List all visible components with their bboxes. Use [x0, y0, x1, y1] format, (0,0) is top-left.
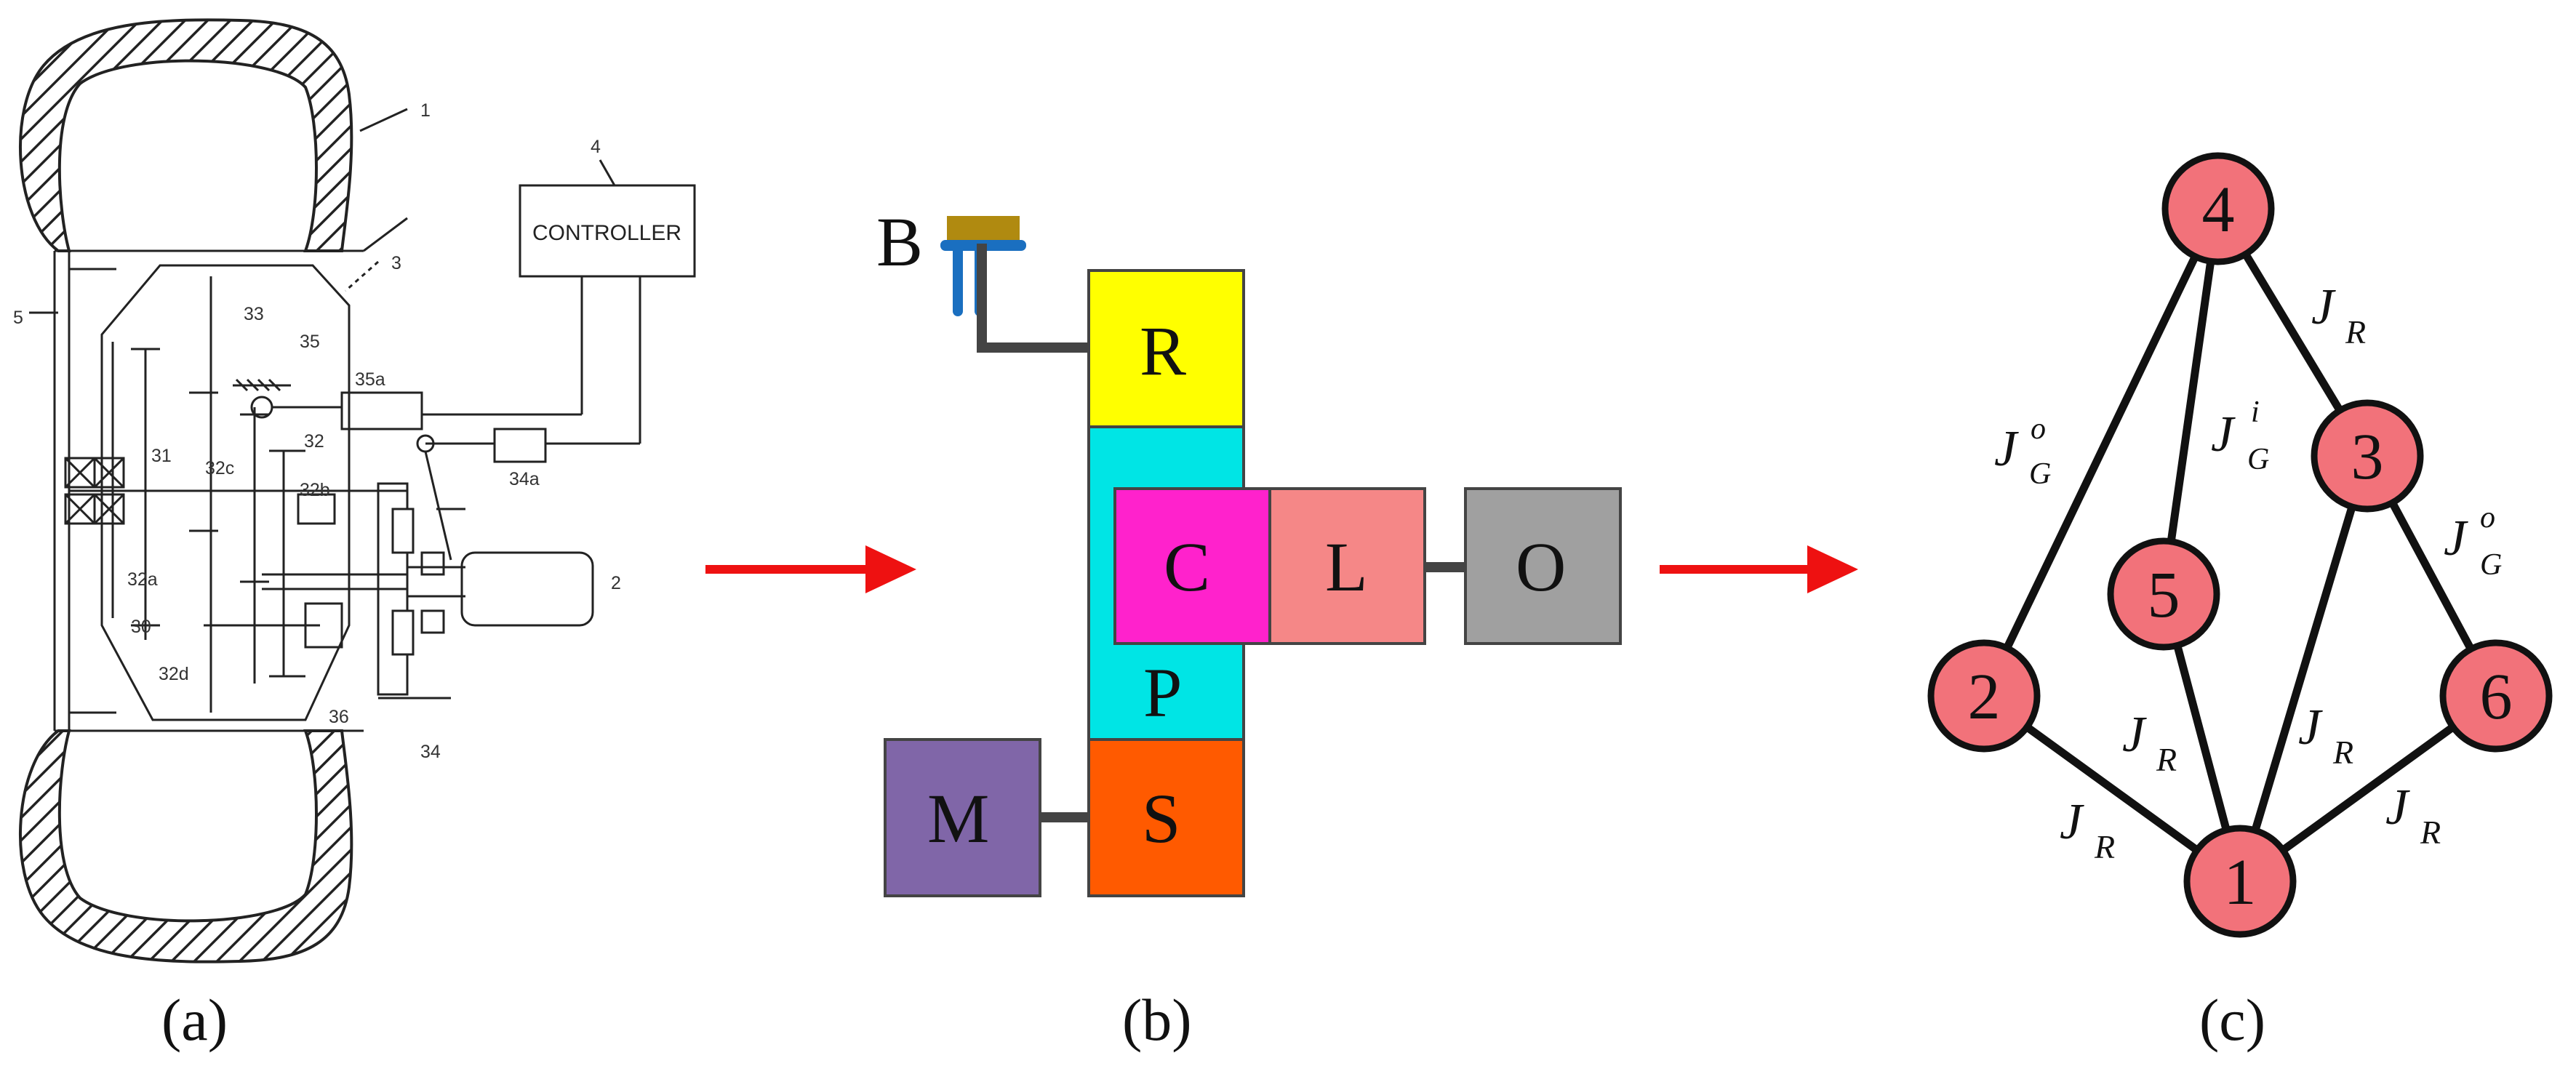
- node-1: [2183, 825, 2297, 938]
- caption-a: (a): [161, 987, 228, 1053]
- svg-text:J: J: [2385, 780, 2410, 835]
- node-label-3: 3: [2351, 421, 2384, 493]
- edge-labels: J R J o G J i G J o G J: [1994, 279, 2502, 865]
- block-r: [1087, 269, 1245, 428]
- edge-4-2: [1980, 204, 2223, 700]
- ref-32c: 32c: [205, 458, 234, 478]
- ref-2: 2: [611, 573, 621, 593]
- svg-text:o: o: [2480, 501, 2495, 534]
- svg-text:R: R: [2420, 814, 2441, 851]
- ref-30: 30: [131, 617, 151, 637]
- edge-3-1: [2236, 452, 2372, 886]
- tire-top: [19, 18, 353, 252]
- bearing: [64, 457, 125, 525]
- svg-text:J: J: [1994, 421, 2019, 477]
- node-label-6: 6: [2480, 661, 2513, 733]
- edge-label-4-2: J o G: [1994, 412, 2051, 491]
- edge-label-5-1: J R: [2122, 707, 2177, 778]
- arrow-b-to-c: [1660, 545, 1858, 593]
- controller-label: CONTROLLER: [532, 221, 681, 245]
- edge-4-5: [2159, 204, 2223, 598]
- svg-text:o: o: [2031, 412, 2046, 446]
- arrow-a-to-b: [705, 545, 916, 593]
- svg-text:J: J: [2444, 510, 2468, 566]
- actuator-35a: [340, 391, 423, 430]
- node-label-1: 1: [2224, 846, 2257, 918]
- panel-c-graph: 4 3 5 2 6 1 J R J o G J i G: [1927, 152, 2553, 938]
- svg-text:J: J: [2298, 700, 2323, 756]
- ref-3: 3: [391, 253, 401, 273]
- svg-text:R: R: [2332, 734, 2353, 771]
- svg-text:J: J: [2060, 794, 2084, 850]
- panel-a-patent-drawing: [19, 18, 696, 963]
- block-s: [1087, 738, 1245, 897]
- ref-35: 35: [300, 332, 320, 352]
- motor-2: [460, 551, 594, 627]
- block-label-c: C: [1164, 528, 1210, 606]
- graph-nodes: [1927, 152, 2553, 938]
- svg-text:R: R: [2094, 828, 2115, 865]
- node-4: [2161, 152, 2275, 265]
- node-5: [2107, 537, 2220, 651]
- graph-edges: [1980, 204, 2500, 886]
- brake-symbol: [940, 216, 1089, 353]
- svg-text:J: J: [2211, 406, 2236, 462]
- edge-label-3-6: J o G: [2444, 501, 2502, 582]
- patent-labels: CONTROLLER 1 2 3 4 5 30 31 32 32a 32b 32…: [13, 100, 681, 762]
- svg-text:i: i: [2251, 396, 2260, 429]
- block-o: [1464, 487, 1622, 645]
- node-label-5: 5: [2148, 559, 2180, 631]
- block-label-m: M: [927, 780, 989, 857]
- ref-31: 31: [151, 446, 172, 466]
- svg-text:G: G: [2480, 548, 2502, 582]
- edge-label-4-3: J R: [2311, 279, 2366, 350]
- ref-5: 5: [13, 308, 23, 328]
- ref-34: 34: [420, 742, 441, 762]
- svg-text:G: G: [2247, 443, 2269, 476]
- graph-node-labels: 4 3 5 2 6 1: [1968, 174, 2513, 918]
- ref-32d: 32d: [159, 664, 189, 684]
- block-label-r: R: [1140, 312, 1186, 390]
- node-label-2: 2: [1968, 661, 2001, 733]
- caption-c: (c): [2199, 987, 2265, 1053]
- hub-housing: [100, 264, 351, 721]
- block-label-o: O: [1516, 528, 1566, 606]
- tire-bottom: [19, 729, 353, 963]
- ref-1: 1: [420, 100, 431, 121]
- block-label-b: B: [876, 203, 923, 281]
- ref-34a: 34a: [509, 469, 540, 489]
- svg-text:R: R: [2345, 313, 2366, 350]
- ref-32: 32: [304, 431, 324, 452]
- svg-text:G: G: [2029, 457, 2051, 491]
- edge-label-6-1: J R: [2385, 780, 2441, 851]
- edge-label-4-5: J i G: [2211, 396, 2269, 476]
- actuator-34a: [493, 428, 547, 463]
- node-6: [2439, 639, 2553, 753]
- node-2: [1927, 639, 2041, 753]
- panel-b-block-diagram: B R P S C L O M: [876, 203, 1622, 897]
- ref-32b: 32b: [300, 480, 330, 500]
- ref-36: 36: [329, 707, 349, 727]
- block-m: [884, 738, 1041, 897]
- ref-33: 33: [244, 304, 264, 324]
- edge-label-3-1: J R: [2298, 700, 2353, 771]
- controller-box: [519, 184, 696, 278]
- block-c: [1113, 487, 1271, 645]
- node-3: [2311, 399, 2424, 513]
- block-label-l: L: [1325, 528, 1368, 606]
- edge-label-2-1: J R: [2060, 794, 2115, 865]
- block-label-s: S: [1142, 780, 1180, 857]
- node-label-4: 4: [2202, 174, 2235, 246]
- ref-35a: 35a: [355, 369, 385, 390]
- svg-text:J: J: [2122, 707, 2147, 763]
- svg-text:J: J: [2311, 279, 2336, 335]
- ref-32a: 32a: [127, 569, 158, 590]
- ref-4: 4: [591, 137, 601, 157]
- caption-b: (b): [1122, 987, 1192, 1053]
- block-label-p: P: [1143, 654, 1182, 732]
- svg-text:R: R: [2156, 741, 2177, 778]
